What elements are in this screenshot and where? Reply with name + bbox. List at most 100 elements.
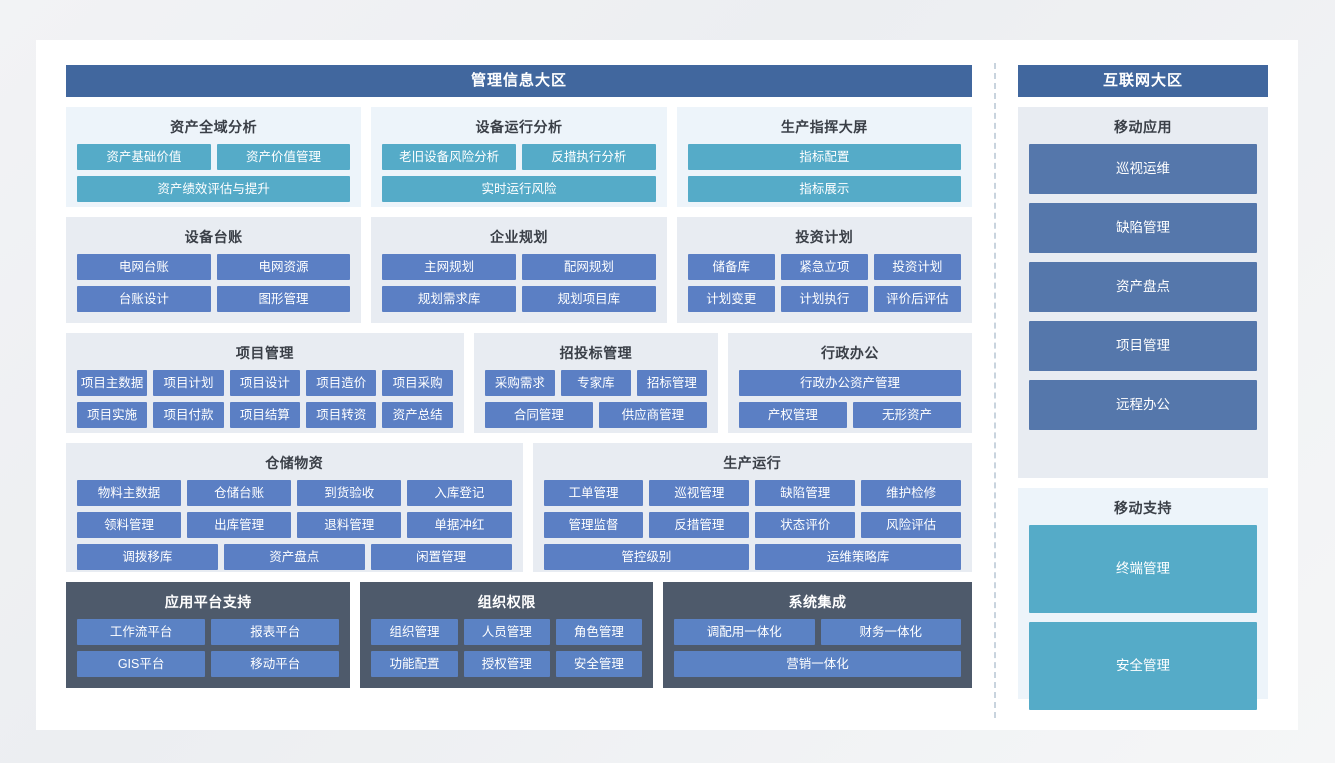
module-tile[interactable]: 调拨移库 [77,544,218,570]
mobile-group-panel: 移动支持终端管理安全管理 [1018,488,1268,710]
module-tile[interactable]: 老旧设备风险分析 [382,144,516,170]
module-tile[interactable]: 指标配置 [687,144,961,170]
module-tile[interactable]: 行政办公资产管理 [738,370,961,396]
module-tile[interactable]: 图形管理 [216,286,351,312]
module-tile[interactable]: 维护检修 [861,480,962,506]
module-tile[interactable]: 工单管理 [543,480,644,506]
module-tile[interactable]: 人员管理 [463,619,550,645]
module-tile[interactable]: 电网资源 [216,254,351,280]
mobile-module-tile[interactable]: 资产盘点 [1029,262,1257,312]
module-tile[interactable]: 项目付款 [153,402,224,428]
module-tile[interactable]: 项目结算 [229,402,301,428]
module-tile[interactable]: 管理监督 [543,512,644,538]
module-tile[interactable]: 工作流平台 [77,619,206,645]
module-tile[interactable]: 安全管理 [555,651,643,677]
module-tile[interactable]: 合同管理 [484,402,593,428]
group-title: 组织权限 [477,594,536,610]
module-tile[interactable]: 采购需求 [484,370,555,396]
module-tile[interactable]: 实时运行风险 [382,176,656,202]
module-tile[interactable]: 项目计划 [153,370,224,396]
module-tile[interactable]: 授权管理 [463,651,550,677]
mobile-module-tile[interactable]: 项目管理 [1029,321,1257,371]
module-tile[interactable]: 规划需求库 [382,286,516,312]
module-tile[interactable]: 计划变更 [687,286,775,312]
module-tile[interactable]: 资产盘点 [223,544,365,570]
module-tile[interactable]: 产权管理 [738,402,847,428]
module-tile[interactable]: 管控级别 [543,544,750,570]
tile-row: 资产基础价值资产价值管理 [77,144,351,170]
module-tile[interactable]: 招标管理 [636,370,707,396]
module-tile[interactable]: 评价后评估 [873,286,961,312]
mobile-module-tile[interactable]: 终端管理 [1029,525,1257,613]
module-tile[interactable]: 调配用一体化 [674,619,815,645]
management-information-zone-header: 管理信息大区 [66,65,972,97]
module-tile[interactable]: 资产基础价值 [77,144,211,170]
module-tile[interactable]: 配网规划 [522,254,656,280]
module-tile[interactable]: 单据冲红 [407,512,512,538]
module-tile[interactable]: 移动平台 [211,651,340,677]
module-tile[interactable]: 资产总结 [382,402,453,428]
module-tile[interactable]: 资产绩效评估与提升 [77,176,351,202]
module-tile[interactable]: 储备库 [687,254,775,280]
module-tile[interactable]: 专家库 [560,370,631,396]
module-tile[interactable]: 风险评估 [861,512,962,538]
module-tile[interactable]: 领料管理 [77,512,182,538]
module-tile[interactable]: 项目主数据 [77,370,148,396]
module-tile[interactable]: 入库登记 [407,480,512,506]
module-tile[interactable]: 指标展示 [687,176,961,202]
module-tile[interactable]: 功能配置 [371,651,458,677]
module-tile[interactable]: 状态评价 [755,512,856,538]
module-tile[interactable]: 反措执行分析 [522,144,656,170]
module-tile[interactable]: 规划项目库 [522,286,656,312]
module-tile[interactable]: 营销一体化 [674,651,961,677]
module-tile[interactable]: 台账设计 [77,286,211,312]
module-tile[interactable]: GIS平台 [77,651,206,677]
module-tile[interactable]: 缺陷管理 [755,480,856,506]
module-tile[interactable]: 紧急立项 [780,254,868,280]
group-title: 资产全域分析 [170,119,258,135]
tile-row: 老旧设备风险分析反措执行分析 [382,144,656,170]
module-tile[interactable]: 组织管理 [371,619,458,645]
tile-row: 调拨移库资产盘点闲置管理 [77,544,512,570]
module-tile[interactable]: 主网规划 [382,254,516,280]
group-row: 资产全域分析资产基础价值资产价值管理资产绩效评估与提升设备运行分析老旧设备风险分… [66,107,972,207]
module-tile[interactable]: 项目设计 [229,370,301,396]
module-tile[interactable]: 反措管理 [649,512,750,538]
module-tile[interactable]: 巡视管理 [649,480,750,506]
tile-row: 台账设计图形管理 [77,286,351,312]
group-panel: 设备台账电网台账电网资源台账设计图形管理 [66,217,362,323]
module-tile[interactable]: 计划执行 [780,286,868,312]
module-tile[interactable]: 电网台账 [77,254,211,280]
tile-row: 产权管理无形资产 [738,402,961,428]
module-tile[interactable]: 项目实施 [77,402,148,428]
module-tile[interactable]: 资产价值管理 [216,144,351,170]
group-row: 项目管理项目主数据项目计划项目设计项目造价项目采购项目实施项目付款项目结算项目转… [66,333,972,433]
module-tile[interactable]: 出库管理 [187,512,292,538]
module-tile[interactable]: 闲置管理 [370,544,512,570]
group-title: 生产运行 [723,455,782,471]
module-tile[interactable]: 仓储台账 [187,480,292,506]
module-tile[interactable]: 项目转资 [306,402,377,428]
module-tile[interactable]: 运维策略库 [755,544,962,570]
mobile-module-tile[interactable]: 缺陷管理 [1029,203,1257,253]
module-tile[interactable]: 报表平台 [211,619,340,645]
module-tile[interactable]: 投资计划 [873,254,961,280]
management-zone-rows: 资产全域分析资产基础价值资产价值管理资产绩效评估与提升设备运行分析老旧设备风险分… [66,97,972,688]
management-information-zone: 管理信息大区 资产全域分析资产基础价值资产价值管理资产绩效评估与提升设备运行分析… [66,65,972,705]
module-tile[interactable]: 供应商管理 [598,402,707,428]
module-tile[interactable]: 物料主数据 [77,480,182,506]
mobile-module-tile[interactable]: 远程办公 [1029,380,1257,430]
module-tile[interactable]: 退料管理 [297,512,402,538]
tile-row: 行政办公资产管理 [738,370,961,396]
mobile-module-tile[interactable]: 巡视运维 [1029,144,1257,194]
module-tile[interactable]: 财务一体化 [820,619,961,645]
module-tile[interactable]: 无形资产 [852,402,961,428]
module-tile[interactable]: 项目采购 [382,370,453,396]
tile-row: 调配用一体化财务一体化 [674,619,961,645]
tile-row: 管控级别运维策略库 [543,544,962,570]
module-tile[interactable]: 到货验收 [297,480,402,506]
module-tile[interactable]: 角色管理 [555,619,643,645]
group-title: 企业规划 [489,229,548,245]
module-tile[interactable]: 项目造价 [306,370,377,396]
mobile-module-tile[interactable]: 安全管理 [1029,622,1257,710]
